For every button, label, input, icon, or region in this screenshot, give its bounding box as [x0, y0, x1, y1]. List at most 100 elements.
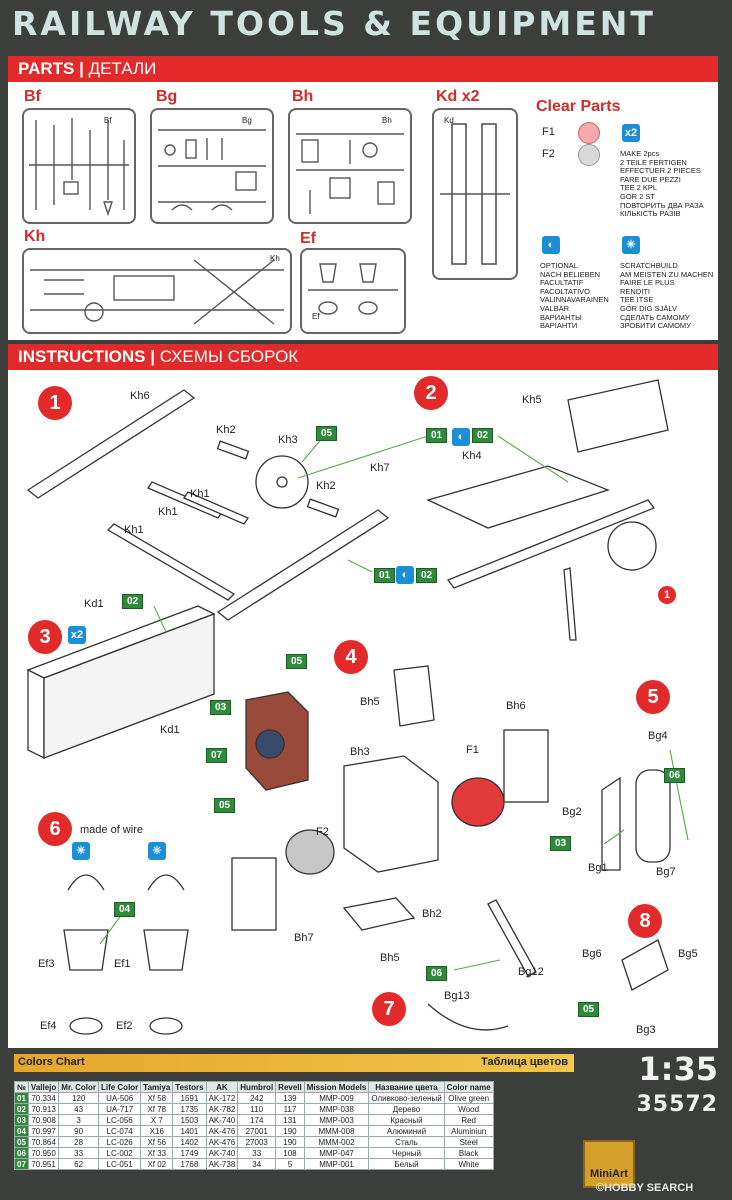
bh5-base [342, 897, 416, 931]
table-cell: LC-002 [97, 1147, 142, 1159]
header-cell: Life Color [97, 1081, 142, 1093]
clear-parts-title: Clear Parts [536, 98, 621, 115]
bucket-left [63, 929, 109, 971]
table-cell: Черный [368, 1147, 445, 1159]
table-cell: 27003 [237, 1136, 277, 1148]
table-cell: 1749 [172, 1147, 207, 1159]
table-cell: 108 [275, 1147, 305, 1159]
label-bh5-a: Bh5 [360, 696, 380, 708]
clear-part-f2-swatch [578, 144, 600, 166]
color-callout-02c: 02 [122, 594, 144, 609]
color-callout-03a: 03 [210, 700, 232, 715]
table-cell: Дерево [368, 1103, 445, 1115]
label-kh1-c: Kh1 [124, 524, 144, 536]
sprue-kh: Kh [22, 248, 292, 334]
kh4-deck [426, 465, 610, 529]
label-kd1-a: Kd1 [84, 598, 104, 610]
table-cell: X 7 [140, 1114, 174, 1126]
sprue-kh-parts [30, 259, 284, 325]
step-6-scratchbuild-icon-a: ✳ [72, 842, 90, 860]
label-bg5: Bg5 [678, 948, 698, 960]
header-cell: Название цвета [368, 1081, 445, 1093]
color-callout-04: 04 [114, 902, 136, 917]
label-ef3: Ef3 [38, 958, 55, 970]
page-title: RAILWAY TOOLS & EQUIPMENT [12, 4, 656, 43]
label-bh7: Bh7 [294, 932, 314, 944]
step-2-marker: 2 [414, 376, 448, 410]
scratchbuild-text: SCRATCHBUILD AM MEISTEN ZU MACHEN FAIRE … [620, 261, 714, 331]
label-kh4: Kh4 [462, 450, 482, 462]
barrow-wheel [607, 521, 657, 571]
clear-part-f1-label: F1 [542, 126, 555, 138]
table-cell: 70.997 [27, 1125, 60, 1137]
leader-01b [347, 559, 373, 573]
sprue-bf-parts [29, 118, 129, 217]
leader-06a [669, 749, 689, 841]
table-cell: 1402 [172, 1136, 207, 1148]
step-8-marker: 8 [628, 904, 662, 938]
assembly-drawings [26, 379, 689, 1035]
sprue-tag-kd: Kd [444, 116, 454, 125]
sprue-label-bg: Bg [156, 88, 178, 105]
color-index-cell: 07 [14, 1158, 29, 1170]
sprue-ef-parts [308, 263, 398, 315]
table-cell: AK-476 [205, 1125, 239, 1137]
colors-chart-header: Colors Chart Таблица цветов [14, 1054, 574, 1072]
table-cell: 1735 [172, 1103, 207, 1115]
table-cell: 1401 [172, 1125, 207, 1137]
bg12-tool [487, 899, 537, 977]
table-cell: Wood [443, 1103, 494, 1115]
sprue-tag-kh: Kh [270, 254, 280, 263]
callout-1-marker: 1 [658, 586, 676, 604]
sprue-kd: Kd [432, 108, 518, 280]
watermark: ©HOBBY SEARCH [596, 1182, 694, 1194]
instructions-header: INSTRUCTIONS | СХЕМЫ СБОРОК [8, 344, 718, 370]
table-cell: 5 [275, 1158, 305, 1170]
table-cell: LC-074 [97, 1125, 142, 1137]
step-3-make-two-icon: x2 [68, 626, 86, 644]
kd1-box-bottom [43, 613, 215, 759]
table-cell: AK-738 [205, 1158, 239, 1170]
color-callout-05d: 05 [578, 1002, 600, 1017]
colors-chart-title-en: Colors Chart [18, 1056, 85, 1068]
table-cell: 27001 [237, 1125, 277, 1137]
wire-handle-right [147, 874, 185, 891]
table-cell: LC-026 [97, 1136, 142, 1148]
extinguisher-tank [635, 769, 671, 863]
leader-06b [453, 959, 501, 971]
table-cell: AK-172 [205, 1092, 239, 1104]
header-cell: Mr. Color [58, 1081, 99, 1093]
barrow-leg-left [563, 567, 577, 641]
table-cell: MMP-001 [303, 1158, 370, 1170]
label-f2: F2 [316, 826, 329, 838]
table-cell: 117 [275, 1103, 305, 1115]
sprue-label-ef: Ef [300, 230, 316, 247]
color-index-cell: 02 [14, 1103, 29, 1115]
table-cell: MMP-003 [303, 1114, 370, 1126]
table-cell: X16 [140, 1125, 174, 1137]
table-cell: 1768 [172, 1158, 207, 1170]
sprue-bh-parts [296, 133, 404, 214]
table-cell: LC-056 [97, 1114, 142, 1126]
colors-chart-header-row: № Vallejo Mr. Color Life Color Tamiya Te… [14, 1081, 494, 1093]
table-cell: AK-782 [205, 1103, 239, 1115]
label-bh6: Bh6 [506, 700, 526, 712]
label-kh2-a: Kh2 [216, 424, 236, 436]
table-cell: UA-506 [97, 1092, 142, 1104]
header-cell: AK [205, 1081, 239, 1093]
color-index-cell: 06 [14, 1147, 29, 1159]
table-cell: AK-740 [205, 1114, 239, 1126]
table-cell: 139 [275, 1092, 305, 1104]
lantern-bh5 [393, 665, 435, 727]
table-cell: 70.950 [27, 1147, 60, 1159]
parts-header-ru: ДЕТАЛИ [88, 59, 157, 78]
table-cell: MMM-008 [303, 1125, 370, 1137]
color-callout-07: 07 [206, 748, 228, 763]
table-cell: Xf 56 [140, 1136, 174, 1148]
table-cell: 70.334 [27, 1092, 60, 1104]
label-f1: F1 [466, 744, 479, 756]
leader-03b [603, 829, 625, 845]
